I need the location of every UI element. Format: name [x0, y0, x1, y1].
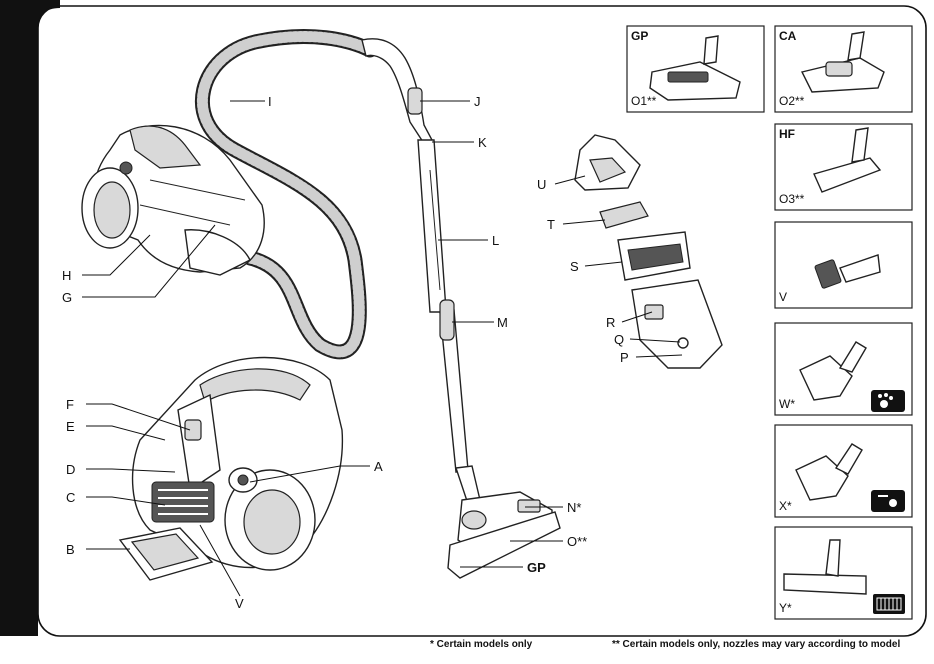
accessory-o2-label: O2**	[779, 94, 805, 108]
callout-q: Q	[614, 332, 624, 347]
telescopic-tube	[417, 139, 469, 473]
callout-a: A	[374, 459, 383, 474]
accessory-box-o3: HF O3**	[774, 123, 913, 211]
accessory-o1-code: GP	[631, 29, 648, 43]
callout-c: C	[66, 490, 75, 505]
callout-gp: GP	[527, 560, 546, 575]
accessory-o3-label: O3**	[779, 192, 805, 206]
accessory-w-label: W*	[779, 397, 795, 411]
accessory-y-label: Y*	[779, 601, 792, 615]
hard-floor-icon	[873, 594, 905, 614]
part-s-filter	[617, 231, 691, 281]
footnote-certain-models: * Certain models only	[430, 639, 533, 650]
accessory-o2-code: CA	[779, 29, 797, 43]
black-side-tab	[0, 0, 60, 636]
part-u-lid	[574, 134, 641, 191]
callout-r: R	[606, 315, 615, 330]
accessory-box-x: X*	[774, 424, 913, 518]
accessory-box-w: W*	[774, 322, 913, 416]
callout-i: I	[268, 94, 272, 109]
callout-b: B	[66, 542, 75, 557]
callout-t: T	[547, 217, 555, 232]
cyclone-assembly	[574, 134, 723, 369]
callout-k: K	[478, 135, 487, 150]
callout-h: H	[62, 268, 71, 283]
accessory-x-label: X*	[779, 499, 792, 513]
callout-d: D	[66, 462, 75, 477]
callout-j: J	[474, 94, 481, 109]
callout-e: E	[66, 419, 75, 434]
vacuum-body-front-view	[118, 356, 344, 581]
floor-nozzle	[447, 465, 561, 579]
callout-n: N*	[567, 500, 581, 515]
hose-handle	[361, 38, 433, 146]
accessory-v-label: V	[779, 290, 787, 304]
accessory-box-y: Y*	[774, 526, 913, 620]
part-p-container	[631, 279, 723, 369]
callout-v: V	[235, 596, 244, 611]
accessory-box-o1: GP O1**	[626, 25, 765, 113]
exhaust-grille	[151, 481, 215, 523]
callout-o: O**	[567, 534, 587, 549]
surface-cleaning-icon	[871, 490, 905, 512]
callout-m: M	[497, 315, 508, 330]
accessory-box-o2: CA O2**	[774, 25, 913, 113]
callout-f: F	[66, 397, 74, 412]
leader-lines	[82, 100, 683, 597]
vacuum-body-top-view	[81, 124, 265, 276]
callout-p: P	[620, 350, 629, 365]
hose	[194, 29, 378, 360]
filter-tray	[118, 527, 214, 581]
callout-g: G	[62, 290, 72, 305]
accessory-o3-code: HF	[779, 127, 795, 141]
part-t-seal	[599, 201, 649, 229]
footnote-nozzles-vary: ** Certain models only, nozzles may vary…	[612, 639, 901, 650]
accessory-box-v: V	[774, 221, 913, 309]
pet-icon	[871, 390, 905, 412]
callout-s: S	[570, 259, 579, 274]
callout-l: L	[492, 233, 499, 248]
accessory-o1-label: O1**	[631, 94, 657, 108]
callout-u: U	[537, 177, 546, 192]
content-border	[37, 5, 927, 637]
